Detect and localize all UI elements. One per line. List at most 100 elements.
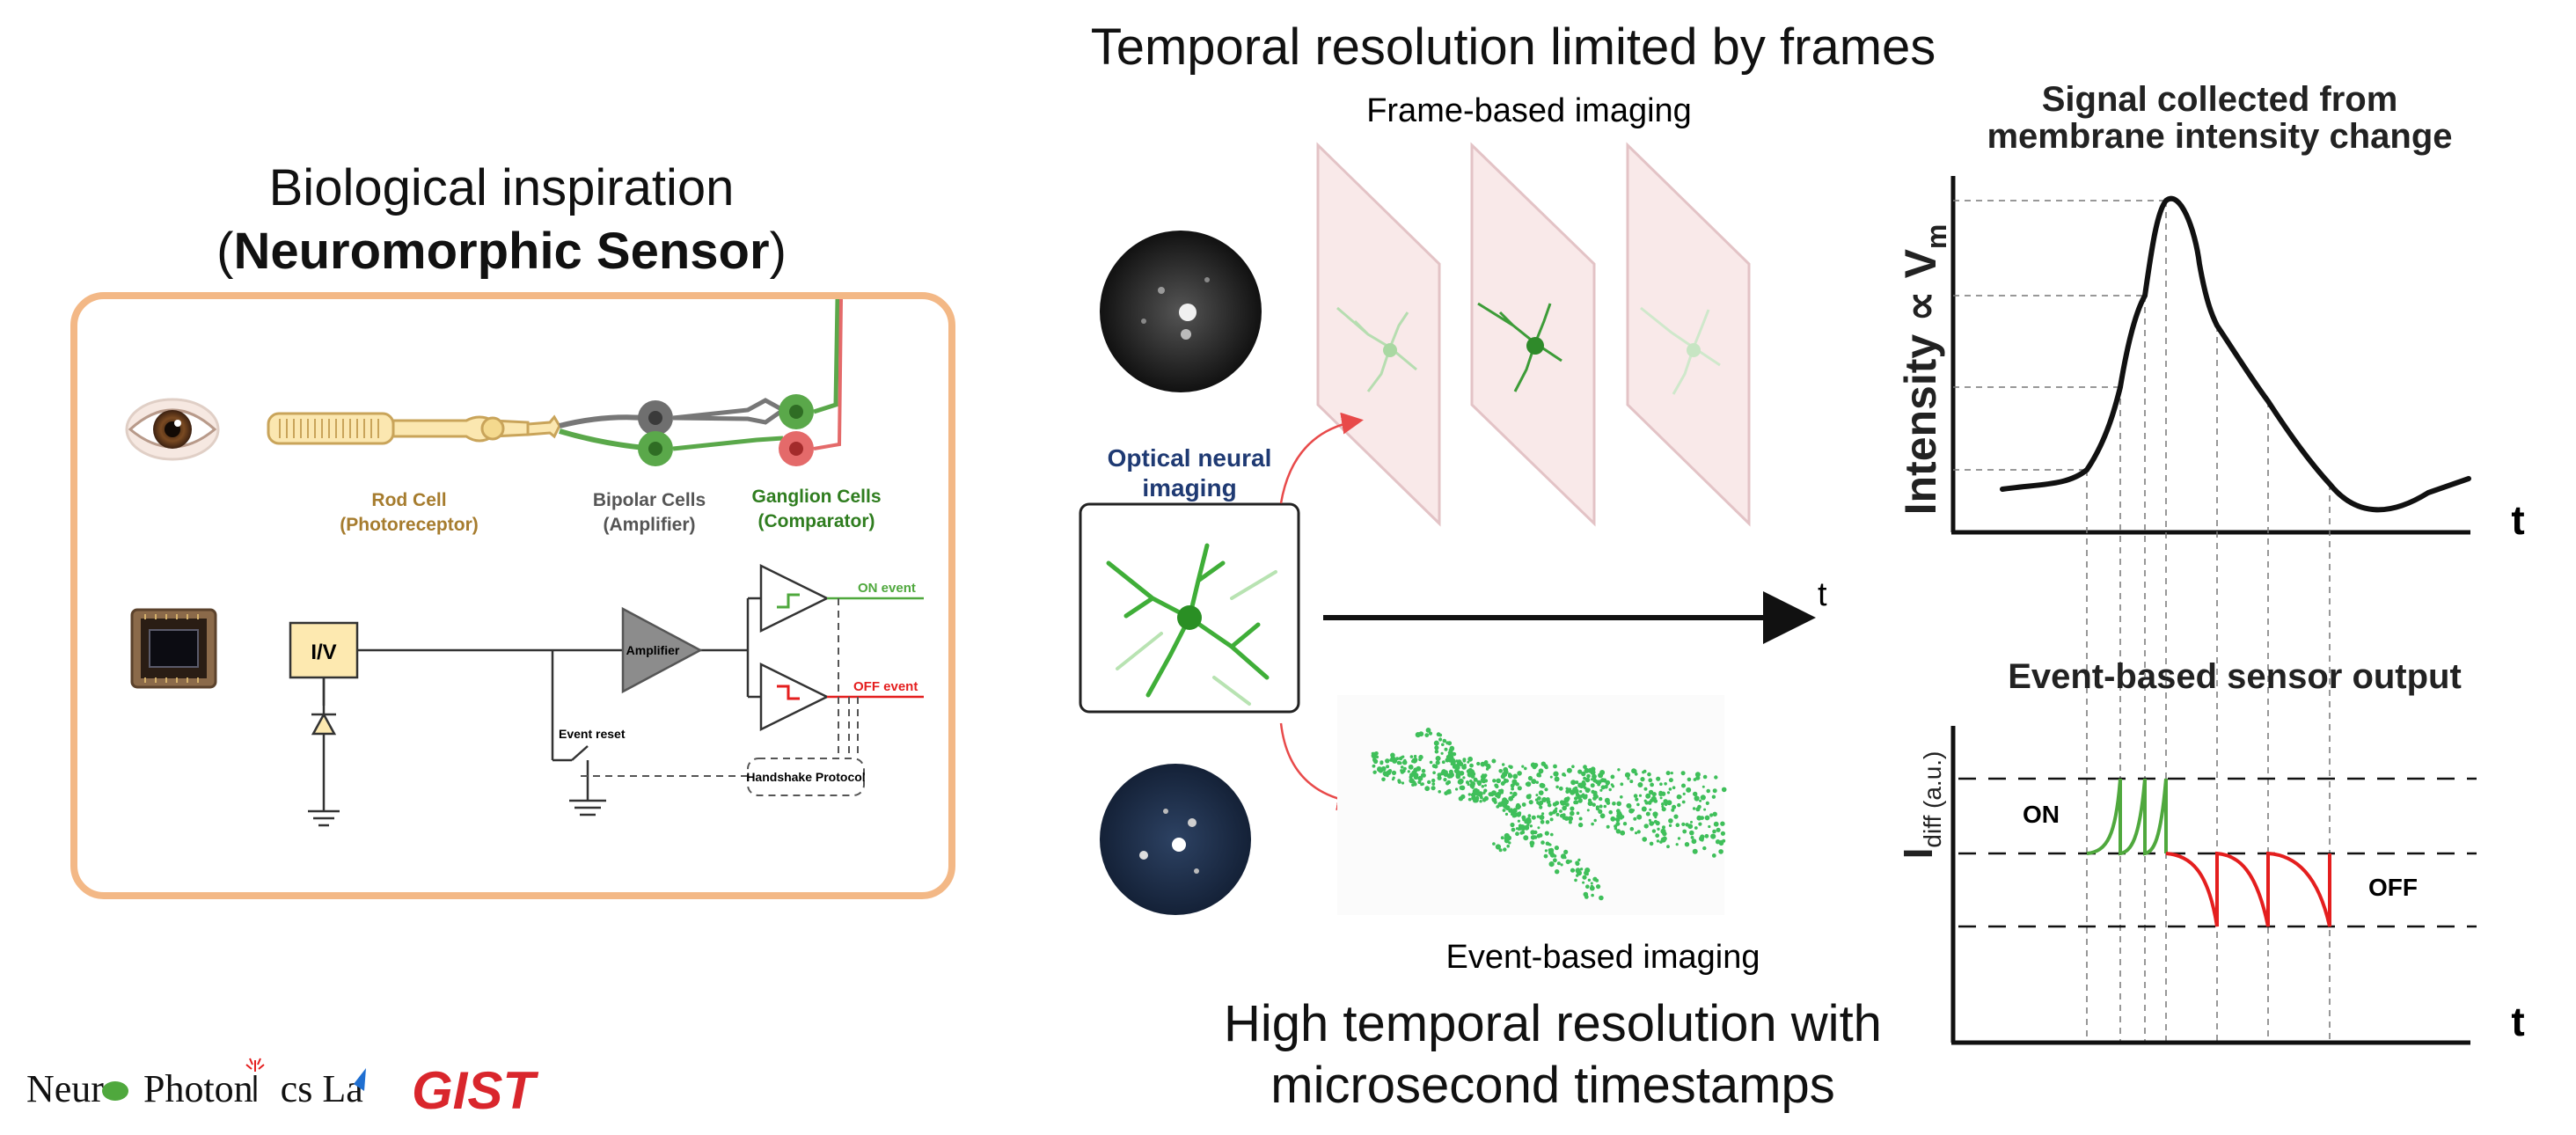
event-dot: [1710, 833, 1716, 839]
event-dot: [1694, 795, 1700, 802]
event-dot: [1449, 774, 1453, 779]
event-reset-label: Event reset: [559, 727, 626, 741]
event-dot: [1419, 776, 1423, 780]
event-dot: [1595, 805, 1599, 809]
event-dot: [1543, 853, 1548, 859]
event-dot: [1544, 831, 1549, 836]
event-dot: [1531, 815, 1536, 820]
event-dot: [1554, 776, 1560, 782]
event-dot: [1526, 816, 1531, 821]
iv-block-label: I/V: [311, 641, 336, 664]
event-dot: [1442, 738, 1447, 743]
event-dot: [1678, 794, 1682, 799]
event-dot: [1687, 777, 1692, 782]
event-dot: [1538, 833, 1543, 838]
event-dot: [1469, 763, 1474, 768]
event-dot: [1511, 827, 1516, 832]
event-dot: [1431, 786, 1436, 791]
event-based-label: Event-based imaging: [1446, 939, 1760, 976]
event-dot: [1694, 772, 1701, 778]
svg-text:Intensity ∝ Vm: Intensity ∝ Vm: [1896, 224, 1952, 516]
event-dot: [1672, 804, 1677, 809]
event-dot: [1458, 778, 1464, 785]
event-dot: [1583, 765, 1587, 770]
event-dot: [1670, 772, 1673, 775]
event-dot: [1553, 764, 1557, 769]
event-dot: [1536, 815, 1540, 818]
event-dot: [1524, 766, 1527, 771]
event-dot: [1482, 791, 1486, 794]
rod-cell-illustration: [267, 412, 561, 445]
event-dot: [1705, 801, 1709, 806]
event-dot: [1521, 765, 1525, 768]
event-dot: [1577, 769, 1583, 774]
event-dot: [1662, 825, 1665, 830]
event-dot: [1713, 821, 1719, 827]
event-output-plot: [1950, 726, 2477, 1045]
event-dot: [1378, 768, 1384, 773]
signal-plot: [1950, 176, 2471, 1043]
event-dot: [1427, 780, 1431, 785]
event-dot: [1433, 764, 1438, 769]
event-dot: [1649, 808, 1652, 811]
event-dot: [1651, 792, 1657, 797]
event-dot: [1582, 875, 1587, 880]
event-dot: [1666, 845, 1670, 849]
event-dot: [1563, 796, 1570, 803]
event-dot: [1437, 775, 1442, 780]
event-dot: [1495, 794, 1499, 798]
event-dot: [1634, 772, 1638, 776]
event-dot: [1438, 790, 1441, 794]
event-dot: [1570, 780, 1577, 786]
event-dot: [1443, 778, 1447, 782]
event-dot: [1443, 772, 1449, 777]
event-dot: [1656, 839, 1660, 843]
event-dot: [1541, 812, 1545, 816]
arrow-to-frames: [1279, 412, 1364, 504]
event-dot: [1680, 771, 1686, 776]
event-dot: [1413, 774, 1419, 780]
event-dot: [1704, 833, 1709, 838]
event-dot: [1515, 782, 1519, 787]
event-dot: [1563, 856, 1567, 860]
event-dot: [1555, 785, 1559, 789]
event-dot: [1552, 810, 1556, 815]
gist-logo: GIST: [412, 1061, 538, 1120]
event-dot: [1649, 841, 1654, 846]
event-dot: [1541, 797, 1548, 802]
photodiode-symbol: [311, 712, 337, 736]
event-dot: [1584, 786, 1587, 790]
event-dot: [1559, 809, 1562, 813]
event-dot: [1593, 818, 1597, 823]
event-dot: [1417, 780, 1422, 785]
event-dot: [1699, 799, 1702, 802]
event-dot: [1498, 769, 1503, 773]
event-dot: [1651, 829, 1657, 833]
ganglion-cells-sublabel: (Comparator): [757, 511, 875, 531]
event-dot: [1701, 785, 1705, 788]
event-dot: [1695, 775, 1701, 780]
event-dot: [1409, 778, 1415, 784]
event-dot: [1508, 841, 1511, 845]
event-dot: [1579, 868, 1584, 871]
event-dot: [1444, 747, 1448, 751]
event-dot: [1581, 771, 1586, 777]
event-dot: [1627, 777, 1630, 780]
event-dot: [1456, 763, 1460, 766]
event-dot: [1641, 806, 1647, 812]
event-dot: [1473, 777, 1478, 782]
event-dot: [1527, 814, 1532, 818]
event-dot: [1668, 824, 1672, 827]
event-dot: [1587, 801, 1593, 807]
frame-based-label: Frame-based imaging: [1366, 92, 1692, 129]
event-dot: [1570, 868, 1576, 873]
event-dot: [1539, 805, 1543, 809]
event-point-cloud: [1337, 695, 1727, 915]
handshake-protocol-box: [747, 758, 865, 796]
event-dot: [1425, 728, 1431, 733]
event-dot: [1664, 782, 1667, 786]
event-dot: [1454, 765, 1460, 771]
event-dot: [1637, 782, 1643, 787]
event-dot: [1665, 771, 1671, 776]
event-dot: [1584, 767, 1590, 773]
